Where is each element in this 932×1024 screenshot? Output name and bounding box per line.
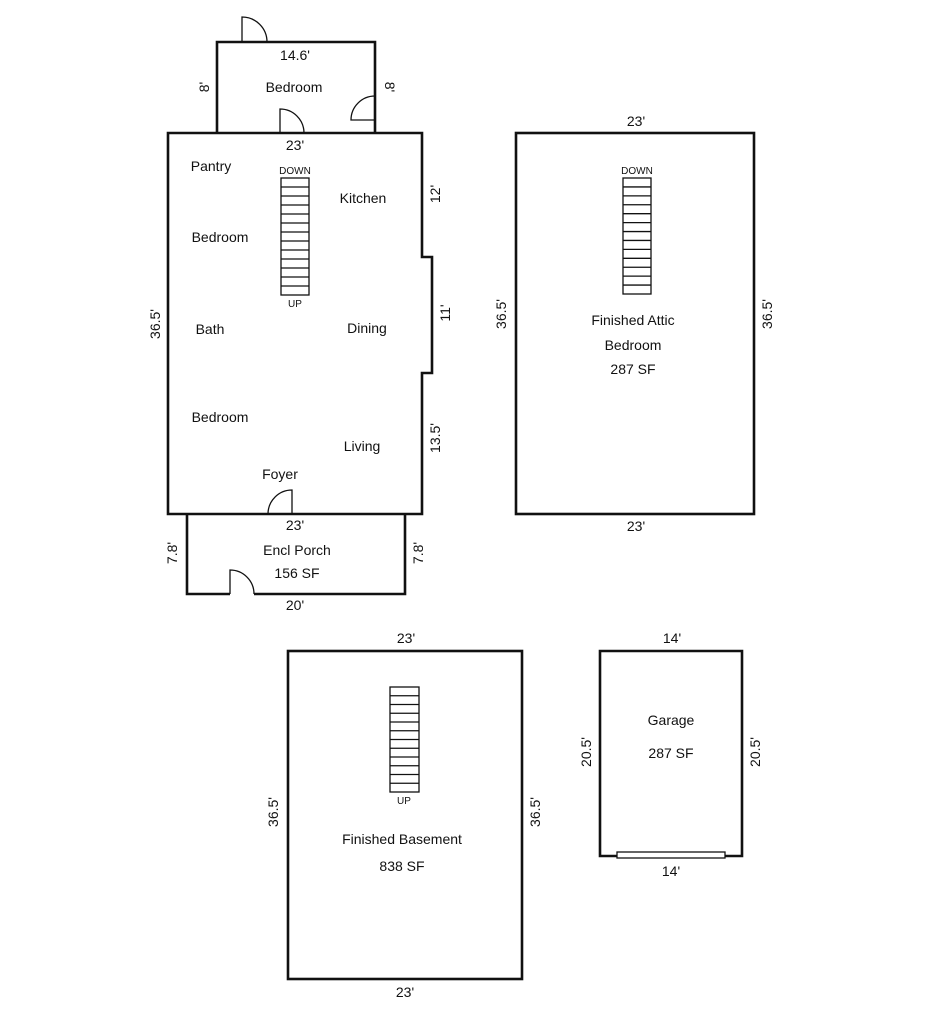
stairs-icon [280, 177, 310, 296]
dim-main-left: 36.5' [147, 309, 163, 339]
porch-wall [254, 514, 407, 596]
finished-attic: 23' DOWN Finished Attic Bedroom 287 SF 3… [493, 113, 775, 534]
stairs-label-down: DOWN [621, 166, 653, 177]
dim-attic-left: 36.5' [493, 299, 509, 329]
dim-porch-top: 23' [286, 517, 304, 533]
dim-basement-left: 36.5' [265, 797, 281, 827]
dim-attic-right: 36.5' [759, 299, 775, 329]
dim-porch-left: 7.8' [164, 542, 180, 564]
dim-attic-bottom: 23' [627, 518, 645, 534]
stairs-outline [280, 177, 310, 296]
dim-garage-left: 20.5' [578, 737, 594, 767]
room-label-living: Living [344, 438, 381, 454]
dim-main-right-2: 11' [437, 304, 453, 321]
dim-upper-bedroom-left: 8' [196, 82, 212, 92]
main-floor: Pantry Kitchen Bedroom Bath Dining Bedro… [147, 131, 453, 516]
stairs-label-up: UP [288, 299, 302, 310]
area-label-attic: 287 SF [610, 361, 655, 377]
room-label-porch: Encl Porch [263, 542, 331, 558]
room-label-bath: Bath [196, 321, 225, 337]
upper-bedroom: 14.6' Bedroom 8' 8' 23' [196, 16, 398, 153]
room-label-attic: Finished Attic [591, 312, 674, 328]
upper-bedroom-wall-left [215, 40, 242, 133]
room-label-bedroom: Bedroom [192, 229, 249, 245]
room-label-garage: Garage [648, 712, 695, 728]
stairs-icon [389, 686, 420, 793]
dim-basement-top: 23' [397, 630, 415, 646]
dim-garage-top: 14' [663, 630, 681, 646]
door-swing-icon [267, 489, 293, 515]
basement-outline [286, 649, 524, 981]
room-label-upper-bedroom: Bedroom [266, 79, 323, 95]
door-swing-icon [279, 108, 305, 134]
garage: 14' Garage 287 SF 20.5' 20.5' 14' [578, 630, 763, 879]
area-label-porch: 156 SF [274, 565, 319, 581]
room-label-bedroom: Bedroom [192, 409, 249, 425]
stairs-icon [622, 177, 652, 295]
room-label-foyer: Foyer [262, 466, 298, 482]
dim-garage-bottom: 14' [662, 863, 680, 879]
room-label-kitchen: Kitchen [340, 190, 387, 206]
enclosed-porch: 23' Encl Porch 156 SF 7.8' 7.8' 20' [164, 514, 426, 613]
main-floor-outline [166, 131, 434, 516]
door-swing-icon [241, 16, 268, 43]
dim-main-right-3: 13.5' [427, 423, 443, 453]
finished-basement: 23' UP Finished Basement 838 SF 36.5' 36… [265, 630, 543, 1000]
stairs-label-up: UP [397, 796, 411, 807]
dim-upper-bedroom-right: 8' [382, 82, 398, 92]
room-label-dining: Dining [347, 320, 387, 336]
room-label-attic-bedroom: Bedroom [605, 337, 662, 353]
garage-outline [598, 649, 744, 858]
room-label-pantry: Pantry [191, 158, 231, 174]
dim-upper-bedroom-top: 14.6' [280, 47, 310, 63]
dim-basement-right: 36.5' [527, 797, 543, 827]
stairs-outline [622, 177, 652, 295]
dim-basement-bottom: 23' [396, 984, 414, 1000]
dim-upper-bedroom-bottom: 23' [286, 137, 304, 153]
attic-outline [514, 131, 756, 516]
stairs-label-down: DOWN [279, 166, 311, 177]
upper-bedroom-wall [242, 40, 377, 133]
dim-main-right-1: 12' [427, 185, 443, 203]
area-label-garage: 287 SF [648, 745, 693, 761]
dim-porch-right: 7.8' [410, 542, 426, 564]
porch-wall [185, 514, 230, 596]
dim-attic-top: 23' [627, 113, 645, 129]
room-label-basement: Finished Basement [342, 831, 462, 847]
door-swing-icon [229, 569, 255, 595]
door-swing-icon [350, 95, 376, 121]
dim-porch-bottom: 20' [286, 597, 304, 613]
area-label-basement: 838 SF [379, 858, 424, 874]
dim-garage-right: 20.5' [747, 737, 763, 767]
garage-door-icon [616, 851, 726, 859]
